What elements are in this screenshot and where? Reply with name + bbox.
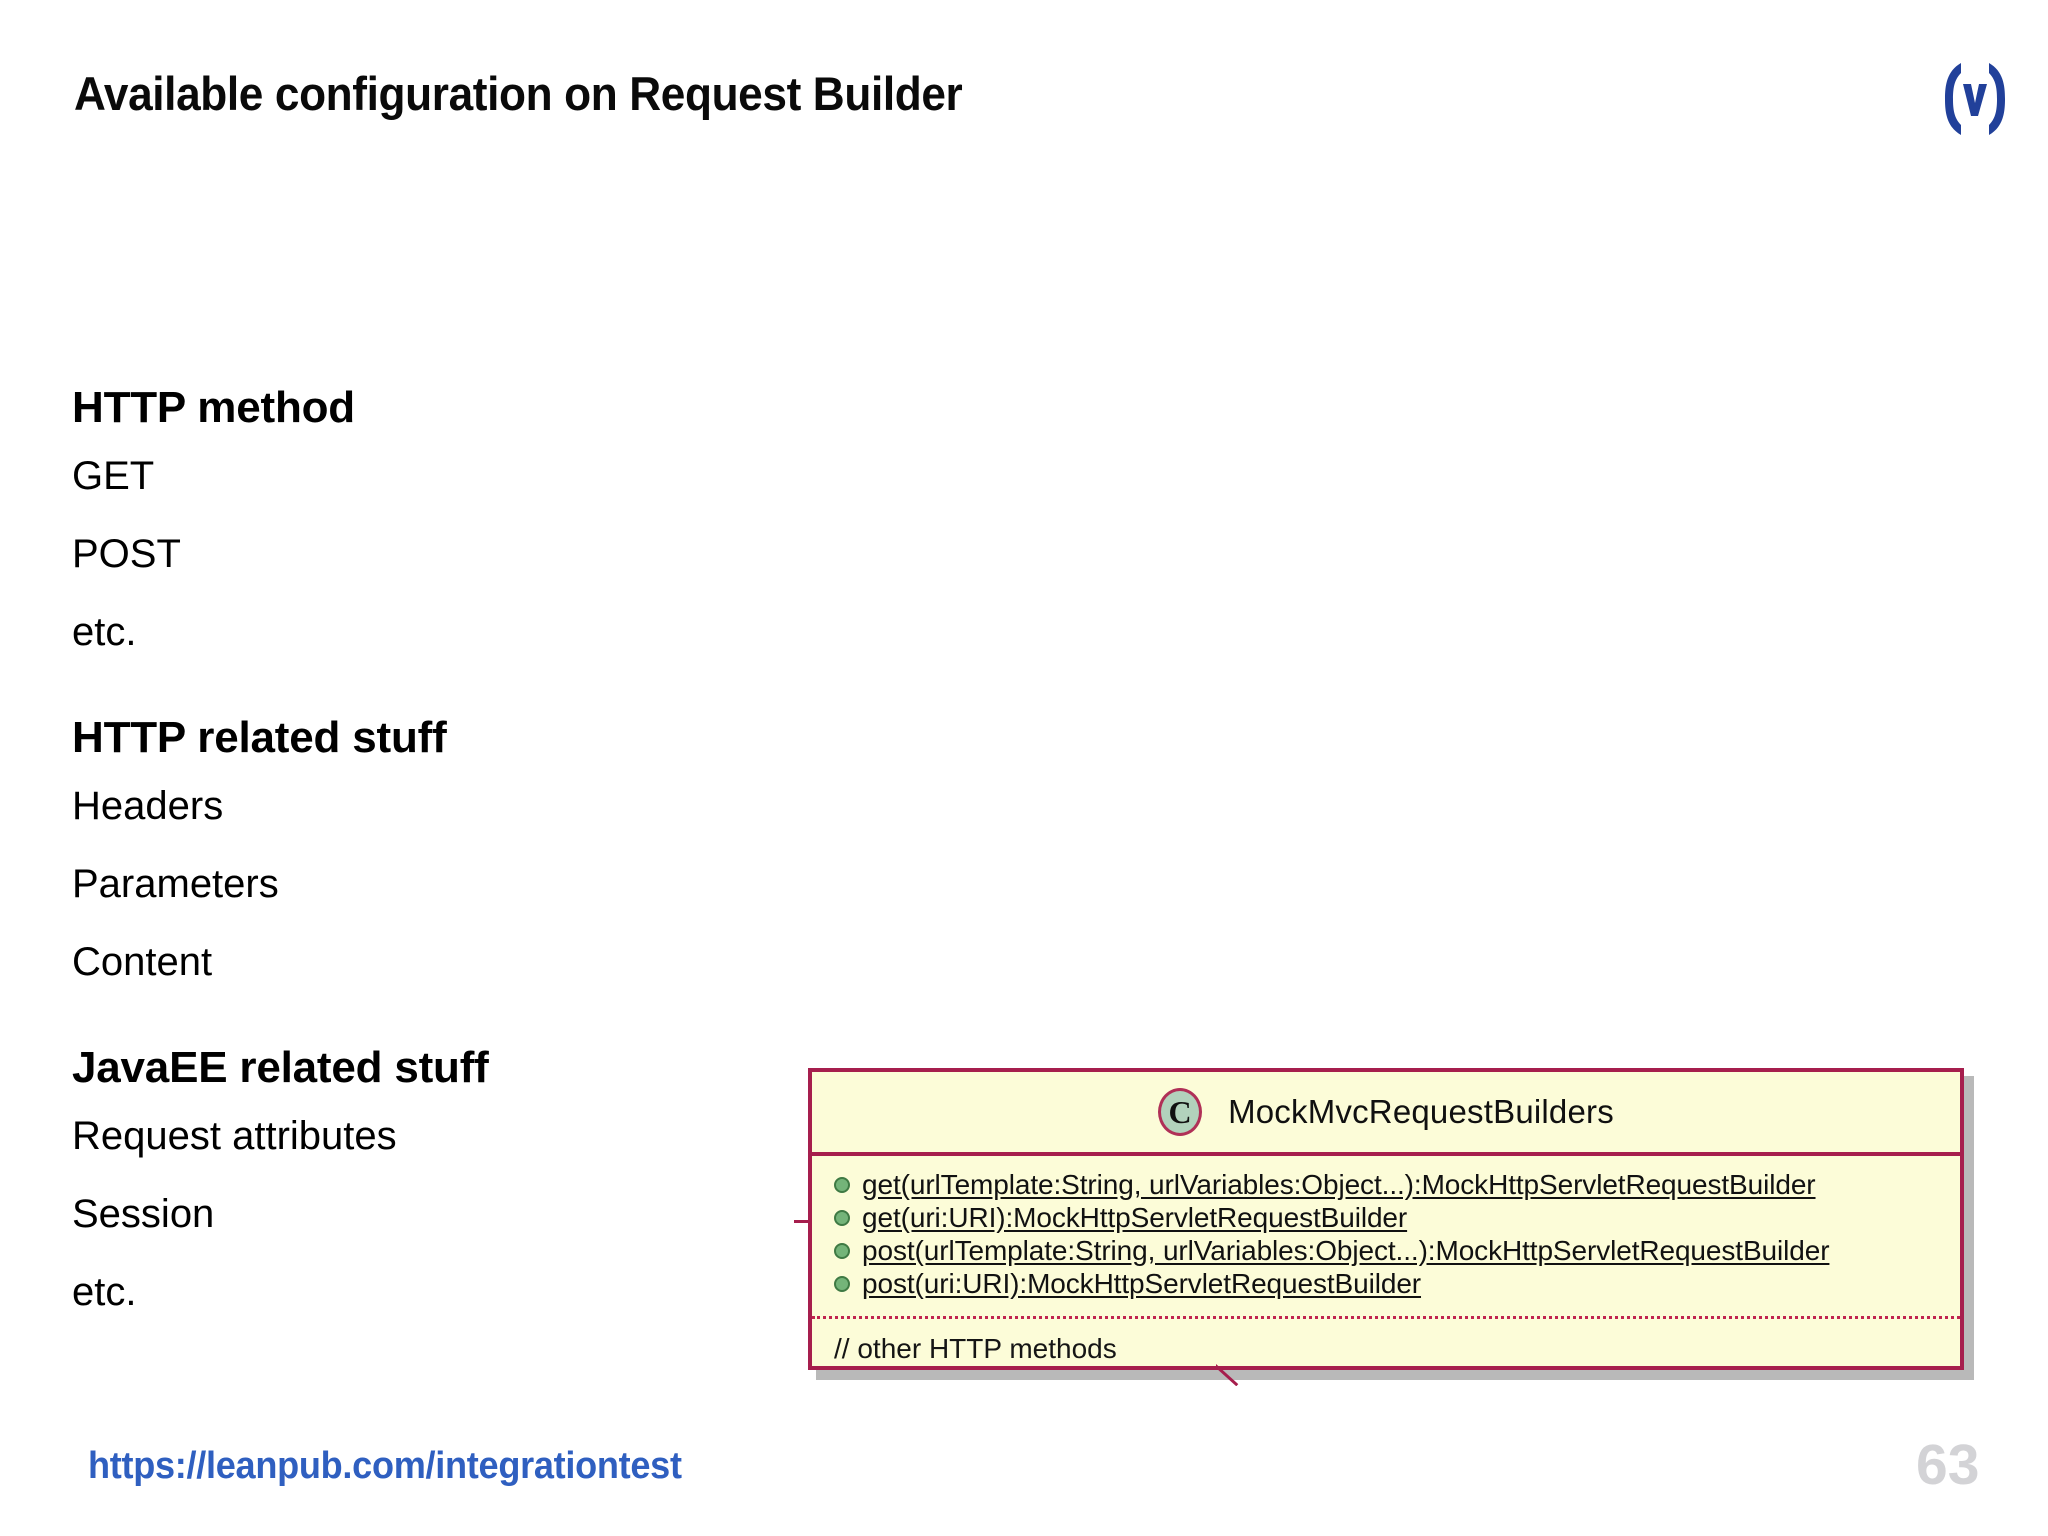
group-heading: HTTP method	[72, 383, 355, 432]
uml-class-diagram: C MockMvcRequestBuilders get(urlTemplate…	[794, 1068, 1974, 1380]
group-item: etc.	[72, 1270, 137, 1314]
uml-section-divider	[812, 1316, 1960, 1319]
content-group-http-related: HTTP related stuff Headers Parameters Co…	[72, 713, 832, 984]
uml-method-row: get(uri:URI):MockHttpServletRequestBuild…	[812, 1201, 1960, 1234]
uml-method-row: post(uri:URI):MockHttpServletRequestBuil…	[812, 1267, 1960, 1300]
public-static-method-icon	[834, 1275, 850, 1292]
page-number: 63	[1916, 1433, 1980, 1497]
brand-logo	[1943, 61, 2007, 137]
group-item: Session	[72, 1192, 215, 1236]
class-stereotype-icon: C	[1158, 1088, 1203, 1136]
uml-method-row: post(urlTemplate:String, urlVariables:Ob…	[812, 1234, 1960, 1267]
uml-method-label: get(urlTemplate:String, urlVariables:Obj…	[862, 1168, 1816, 1200]
uml-method-row: get(urlTemplate:String, urlVariables:Obj…	[812, 1168, 1960, 1201]
group-heading: JavaEE related stuff	[72, 1043, 489, 1092]
spacer	[72, 672, 832, 716]
content-column: HTTP method GET POST etc. HTTP related s…	[72, 386, 832, 1332]
content-group-http-method: HTTP method GET POST etc.	[72, 383, 832, 654]
group-heading: HTTP related stuff	[72, 713, 447, 762]
footer-link[interactable]: https://leanpub.com/integrationtest	[88, 1445, 682, 1487]
group-item: Parameters	[72, 862, 279, 906]
content-group-javaee-related: JavaEE related stuff Request attributes …	[72, 1043, 832, 1314]
page-title: Available configuration on Request Build…	[74, 67, 963, 120]
public-static-method-icon	[834, 1242, 850, 1259]
group-item: POST	[72, 532, 181, 576]
uml-class-name: MockMvcRequestBuilders	[1228, 1093, 1614, 1130]
group-item: Request attributes	[72, 1114, 397, 1158]
uml-method-label: post(urlTemplate:String, urlVariables:Ob…	[862, 1234, 1830, 1266]
group-item: etc.	[72, 610, 137, 654]
public-static-method-icon	[834, 1209, 850, 1226]
uml-class-box: C MockMvcRequestBuilders get(urlTemplate…	[808, 1068, 1964, 1370]
uml-class-header: C MockMvcRequestBuilders	[812, 1072, 1960, 1156]
uml-note: // other HTTP methods	[834, 1333, 1117, 1364]
group-item: Headers	[72, 784, 224, 828]
uml-method-label: post(uri:URI):MockHttpServletRequestBuil…	[862, 1267, 1422, 1299]
spacer	[72, 1002, 832, 1046]
public-static-method-icon	[834, 1176, 850, 1193]
uml-method-list: get(urlTemplate:String, urlVariables:Obj…	[812, 1156, 1960, 1308]
uml-method-label: get(uri:URI):MockHttpServletRequestBuild…	[862, 1201, 1408, 1233]
connector-stub-bottom	[1216, 1364, 1242, 1386]
group-item: Content	[72, 940, 213, 984]
group-item: GET	[72, 454, 155, 498]
connector-stub-left	[794, 1220, 810, 1223]
